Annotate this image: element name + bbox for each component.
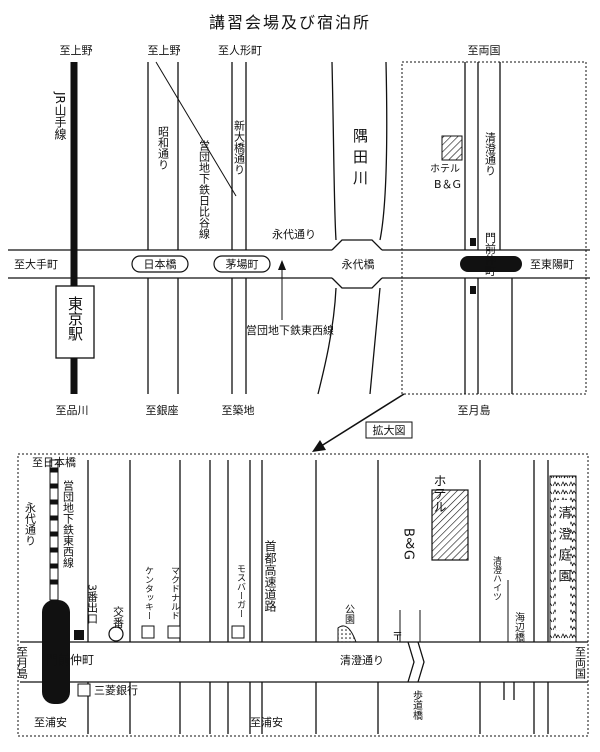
dir-ningyocho: 至人形町 (218, 44, 262, 57)
detail-dir-tsukishima: 至月島 (16, 646, 29, 680)
map-title: 講習会場及び宿泊所 (209, 13, 371, 32)
detail-dir-urayasu-mid: 至浦安 (250, 715, 283, 729)
hotel-bg-detail-marker (431, 489, 469, 561)
kiyosumi-detail-street (20, 641, 588, 683)
shin-ohashi-label: 新大橋通り (233, 119, 246, 175)
hotel-bg-overview-marker (441, 135, 463, 161)
detail-eitai-label: 永代通り (24, 501, 37, 546)
eitai-bridge-shape (331, 239, 383, 289)
monzen-nakacho-station-detail (42, 600, 70, 704)
umibe-bridge-label: 海辺橋 (513, 611, 525, 643)
footbridge-shape (407, 641, 425, 683)
dir-tsukishima: 至月島 (458, 403, 491, 417)
eitai-street (8, 249, 148, 279)
dir-ginza: 至銀座 (146, 403, 179, 417)
nihombashi-station-label: 日本橋 (144, 257, 177, 271)
hotel-detail-label-1: ホテル (431, 474, 446, 513)
detail-dir-urayasu-left: 至浦安 (34, 715, 67, 729)
monzen-overview-label: 門前仲町 (484, 232, 497, 276)
enlarge-arrow (317, 393, 405, 449)
tokyo-station-box (55, 285, 95, 359)
tozai-line-label: 営団地下鉄東西線 (246, 323, 334, 337)
bank-label: 三菱銀行 (94, 683, 138, 697)
dir-otemachi: 至大手町 (14, 257, 58, 271)
kfc-label: ケンタッキー (143, 566, 154, 620)
koban-marker (108, 626, 124, 642)
tozai-line-label-text: 営団地下鉄東西線 (246, 323, 334, 337)
eitai-bridge-label: 永代橋 (342, 257, 375, 271)
overview-map: 東京駅 日本橋 茅場町 ホテル B＆G 至上野 至上野 至人形町 (8, 44, 590, 417)
shin-ohashi-street (231, 62, 247, 394)
detail-map-outline (17, 453, 589, 737)
detail-expressway-label: 首都高速道路 (263, 540, 277, 613)
tokyo-station-label: 東京駅 (66, 296, 84, 341)
detail-dir-nihombashi: 至日本橋 (32, 455, 76, 469)
enlarged-area-outline (401, 61, 587, 395)
kiyosumi-heights-label: 清澄ハイツ (491, 555, 502, 601)
kayabacho-station-pill (213, 255, 271, 273)
dir-shinagawa: 至品川 (56, 404, 89, 417)
jr-line-label: JR山手線 (53, 91, 67, 140)
monzen-nakacho-station-marker (460, 256, 522, 272)
dir-ryogoku: 至両国 (468, 44, 501, 57)
park-label: 公園 (343, 604, 355, 625)
kiyosumi-overview-label: 清澄通り (484, 132, 497, 176)
eitai-street-label: 永代通り (272, 227, 316, 241)
dir-ueno-mid: 至上野 (148, 44, 181, 57)
enlarged-label-box (365, 421, 413, 439)
expressway (249, 460, 263, 734)
umibe-bridge-shape (503, 682, 515, 700)
detail-tozai-label: 営団地下鉄東西線 (62, 479, 75, 568)
nihombashi-station-pill (131, 255, 189, 273)
dir-ueno-left: 至上野 (60, 44, 93, 57)
enlarged-label: 拡大図 (373, 423, 406, 437)
tozai-line-detail (49, 459, 59, 601)
kiyosumi-garden-label: 清澄庭園 (556, 506, 572, 590)
hotel-detail-label-2: B＆G (401, 528, 416, 560)
detail-monzen-label: 門前仲町 (46, 652, 94, 667)
kfc-marker (141, 625, 155, 639)
footbridge-label: 歩道橋 (411, 689, 423, 721)
mcdonalds-marker (167, 625, 181, 639)
koban-label: 交番 (112, 605, 125, 629)
hibiya-line-label: 営団地下鉄日比谷線 (198, 139, 211, 239)
detail-kiyosumi-label: 清澄通り (340, 653, 384, 667)
hibiya-line (155, 61, 237, 197)
mos-label: モスバーガー (235, 564, 246, 618)
detail-dir-ryogoku: 至両国 (574, 646, 587, 680)
detail-map: 至日本橋 至月島 至浦安 至浦安 至両国 永代通り 営団地下鉄東西線 首都高速道… (16, 453, 589, 737)
hotel-overview-label-1: ホテル (430, 163, 460, 175)
park-marker (337, 625, 357, 643)
bank-marker (77, 683, 91, 697)
mcdonalds-label: マクドナルド (169, 566, 180, 620)
dir-higashi: 至東陽町 (530, 258, 574, 271)
hotel-overview-label-2: B＆G (434, 178, 461, 191)
showa-street (147, 62, 179, 394)
exit3-label: 3番出口 (86, 584, 99, 624)
sumida-river (317, 61, 337, 395)
sumida-river-label: 隅田川 (351, 128, 369, 191)
kayabacho-station-label: 茅場町 (226, 258, 259, 271)
kiyosumi-street (464, 62, 479, 394)
dir-tsukiji: 至築地 (222, 403, 255, 417)
post-office-label: 〒 (392, 630, 403, 643)
mos-marker (231, 625, 245, 639)
showa-street-label: 昭和通り (157, 126, 170, 170)
